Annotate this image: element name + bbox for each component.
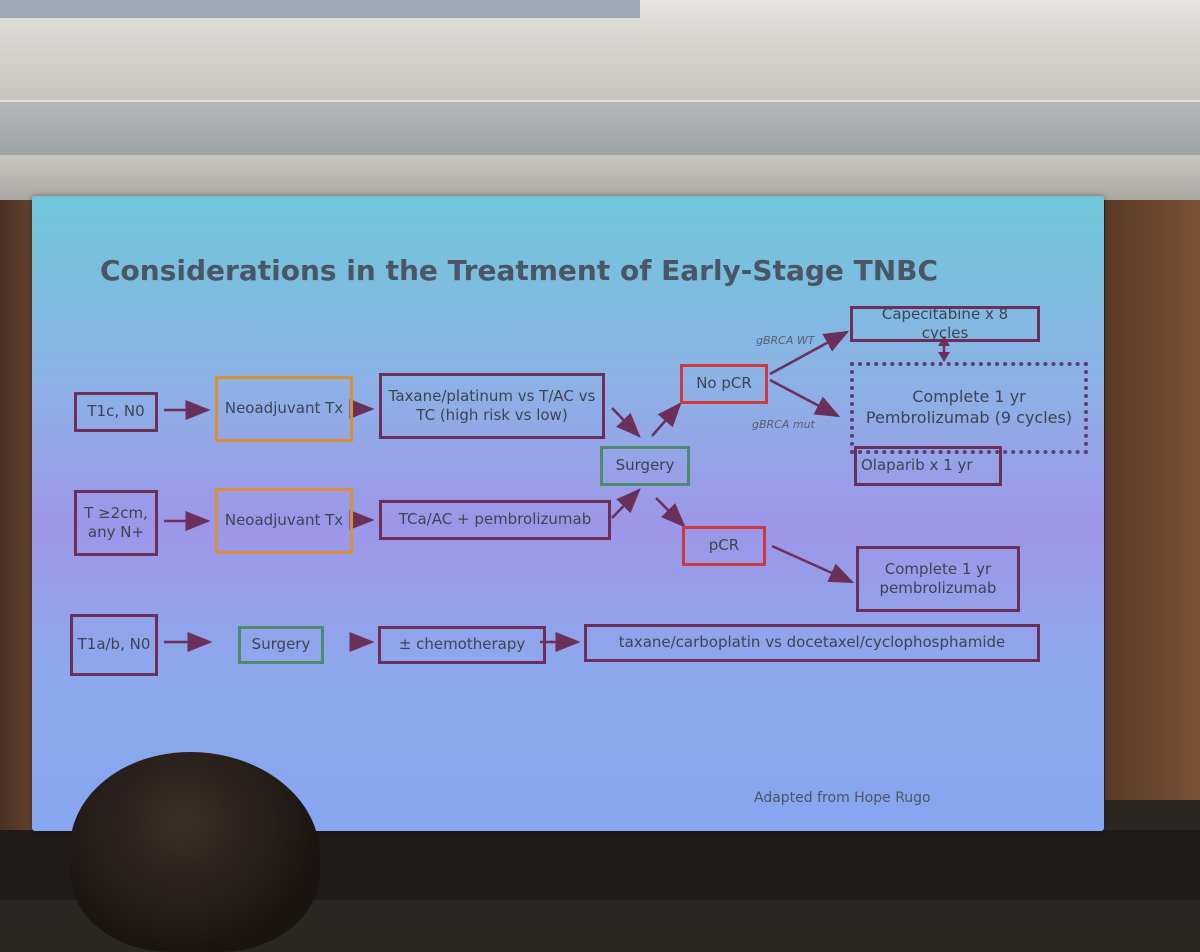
slide-credit: Adapted from Hope Rugo <box>754 790 931 806</box>
capecitabine-box: Capecitabine x 8 cycles <box>850 305 1040 342</box>
pembrolizumab-9-cycles-box: Complete 1 yr Pembrolizumab (9 cycles) <box>850 362 1088 454</box>
arrow-no-pcr-to-pembrolizumab <box>769 378 841 418</box>
projected-slide: Considerations in the Treatment of Early… <box>32 196 1104 831</box>
audience-head <box>70 752 320 952</box>
edge-label-gbrca-wt: gBRCA WT <box>756 334 815 347</box>
arrow-pcr-to-complete <box>771 544 855 584</box>
patient-t1ab-n0: T1a/b, N0 <box>70 614 158 676</box>
arrow-regimen2-to-surgery <box>611 488 641 519</box>
arrow-regimen1-to-surgery <box>611 407 641 438</box>
arrow-surgery-to-no-pcr <box>651 402 682 437</box>
no-pcr-box: No pCR <box>680 364 768 404</box>
arrow-surgery-to-pcr <box>655 497 686 528</box>
olaparib-box: Olaparib x 1 yr <box>854 446 1002 486</box>
neoadjuvant-box-1: Neoadjuvant Tx <box>215 376 353 442</box>
ceiling <box>0 0 1200 40</box>
patient-t1c-n0: T1c, N0 <box>74 392 158 432</box>
screen-housing <box>0 155 1200 200</box>
ceiling-panel <box>0 40 1200 100</box>
arrowhead-capecitabine <box>938 352 950 362</box>
slide-title: Considerations in the Treatment of Early… <box>100 254 939 287</box>
edge-label-gbrca-mut: gBRCA mut <box>752 418 815 431</box>
regimen-box-2: TCa/AC + pembrolizumab <box>379 500 611 540</box>
row3-regimen-box: taxane/carboplatin vs docetaxel/cyclopho… <box>584 624 1040 662</box>
pcr-complete-pembrolizumab-box: Complete 1 yr pembrolizumab <box>856 546 1020 612</box>
pcr-box: pCR <box>682 526 766 566</box>
surgery-box-row3: Surgery <box>238 626 324 664</box>
arrow-no-pcr-to-capecitabine <box>769 330 850 376</box>
neoadjuvant-box-2: Neoadjuvant Tx <box>215 488 353 554</box>
regimen-box-1: Taxane/platinum vs T/AC vs TC (high risk… <box>379 373 605 439</box>
patient-t2cm-any-n: T ≥2cm, any N+ <box>74 490 158 556</box>
wall-right <box>1105 200 1200 800</box>
flow-arrows <box>164 330 950 652</box>
projector-rail <box>0 100 1200 157</box>
chemotherapy-box: ± chemotherapy <box>378 626 546 664</box>
surgery-box: Surgery <box>600 446 690 486</box>
